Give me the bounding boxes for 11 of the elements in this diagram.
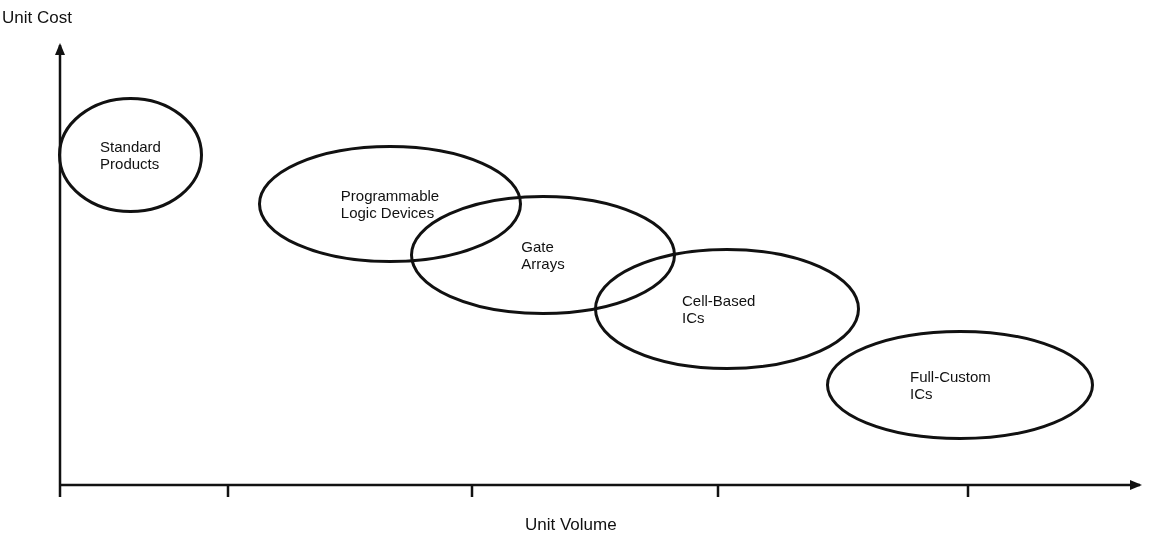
category-label: Full-Custom ICs bbox=[910, 368, 992, 402]
category-label: Standard Products bbox=[100, 138, 161, 172]
category-label: Cell-Based ICs bbox=[682, 292, 757, 326]
axis-title: Unit Volume bbox=[525, 515, 617, 535]
axis-title: Unit Cost bbox=[2, 8, 72, 28]
category-label: Programmable Logic Devices bbox=[340, 187, 440, 221]
category-label: Gate Arrays bbox=[521, 238, 565, 272]
ellipse-region bbox=[258, 145, 522, 263]
ellipse-region bbox=[594, 248, 860, 370]
ellipse-region bbox=[826, 330, 1094, 440]
ellipse-region bbox=[58, 97, 203, 213]
